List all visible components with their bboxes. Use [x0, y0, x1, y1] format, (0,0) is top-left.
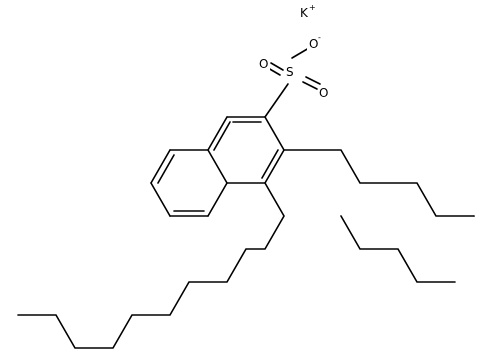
naphthalene-right-ring	[207, 116, 285, 184]
svg-text:O: O	[309, 37, 318, 51]
sulfur-atom: S	[285, 64, 299, 80]
upper-alkyl-chain	[283, 149, 475, 217]
s-o-left-bond-b	[270, 62, 284, 71]
svg-text:K: K	[300, 6, 309, 20]
oxygen-left-atom: O	[258, 57, 270, 71]
svg-text:S: S	[286, 65, 294, 79]
s-o-right-bond-b	[305, 76, 321, 85]
svg-text:O: O	[259, 57, 268, 71]
svg-text:O: O	[319, 86, 328, 100]
s-o-right-bond-a	[302, 81, 318, 90]
svg-text:-: -	[318, 33, 321, 42]
lower-alkyl-chain	[17, 182, 285, 349]
naphthalene-left-ring	[150, 149, 228, 217]
sulfonate-group	[264, 47, 321, 118]
s-o-minus-bond	[291, 47, 310, 59]
potassium-ion: K +	[300, 3, 316, 20]
upper-alkyl-chain-return	[340, 215, 456, 283]
oxygen-right-atom: O	[318, 86, 330, 100]
oxygen-top-atom: O -	[307, 33, 323, 52]
svg-text:+: +	[309, 3, 316, 12]
c-s-bond	[264, 83, 289, 118]
